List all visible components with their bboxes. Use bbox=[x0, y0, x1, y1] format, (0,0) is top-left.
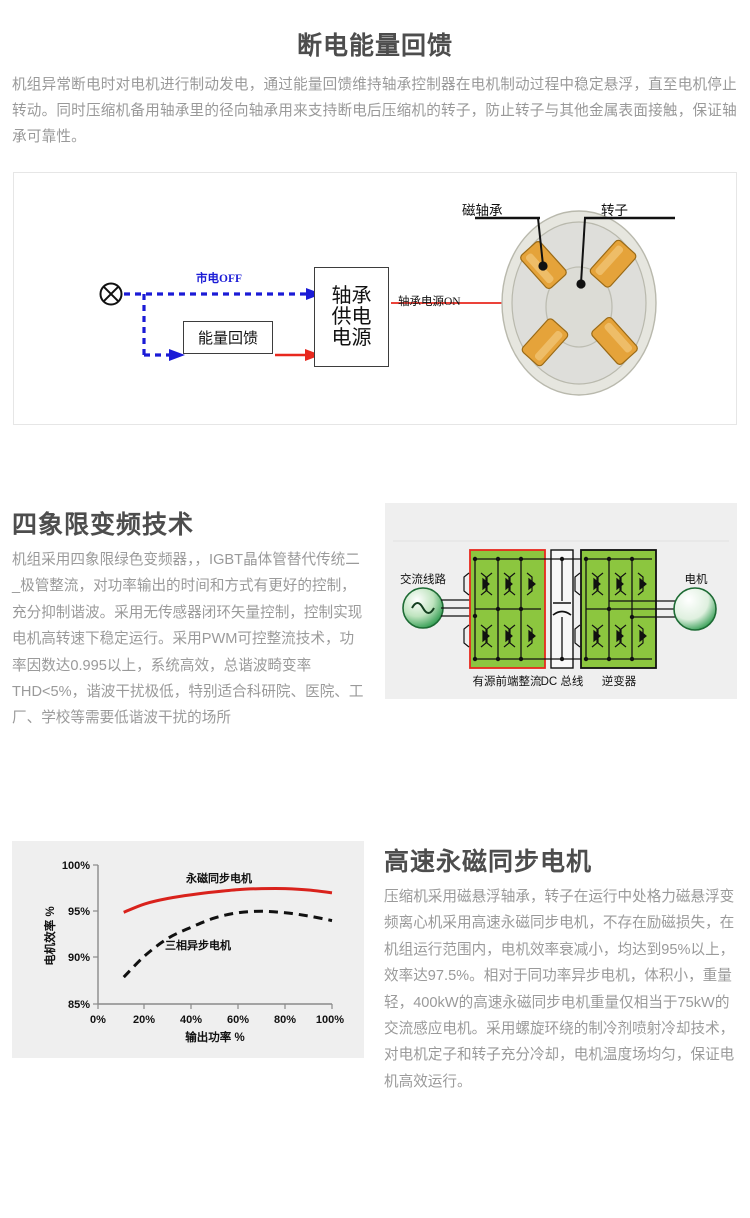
section-2-body: 机组采用四象限绿色变频器，，IGBT晶体管替代传统二_极管整流，对功率输出的时间… bbox=[12, 552, 364, 727]
motor-efficiency-chart: 85% 90% 95% 100% 0% 20% 40% 60% 80% 100%… bbox=[12, 841, 364, 1058]
svg-text:95%: 95% bbox=[68, 906, 90, 918]
bearing-power-supply-line-1: 轴承 bbox=[331, 284, 372, 307]
caption-active-front-end: 有源前端整流 bbox=[473, 674, 542, 688]
energy-feedback-box: 能量回馈 bbox=[183, 321, 273, 354]
label-rotor: 转子 bbox=[601, 203, 628, 218]
annotation-induction: 三相异步电机 bbox=[165, 938, 231, 952]
vfd-circuit-svg: 有源前端整流 DC 总线 逆变器 交流线路 电机 bbox=[385, 503, 737, 699]
dc-bus-capacitor bbox=[541, 549, 585, 669]
stator-coil-pole bbox=[589, 239, 637, 288]
section-2-title: 四象限变频技术 bbox=[12, 511, 195, 539]
energy-feedback-svg bbox=[99, 210, 675, 396]
label-bearing-power-on: 轴承电源ON bbox=[398, 296, 461, 308]
callout-rotor bbox=[576, 216, 675, 289]
section-3-body: 压缩机采用磁悬浮轴承，转子在运行中处格力磁悬浮变频离心机采用高速永磁同步电机，不… bbox=[384, 889, 735, 1090]
motor-symbol bbox=[673, 587, 717, 631]
stator-coil-pole bbox=[591, 316, 638, 365]
section-1-title: 断电能量回馈 bbox=[296, 32, 453, 60]
svg-text:100%: 100% bbox=[62, 860, 90, 872]
bearing-power-supply-box: 轴承 供电 电源 bbox=[314, 267, 389, 367]
power-source-cross-icon bbox=[99, 282, 123, 306]
active-front-end-rectifier bbox=[463, 549, 546, 669]
series-induction-line bbox=[122, 909, 333, 979]
label-mains-off: 市电OFF bbox=[196, 273, 242, 285]
svg-text:85%: 85% bbox=[68, 999, 90, 1011]
y-tick-labels: 85% 90% 95% 100% bbox=[62, 860, 90, 1011]
y-ticks bbox=[93, 864, 98, 1005]
ac-source-symbol bbox=[402, 587, 444, 629]
caption-inverter: 逆变器 bbox=[602, 674, 637, 688]
caption-motor: 电机 bbox=[685, 572, 708, 586]
svg-text:90%: 90% bbox=[68, 952, 90, 964]
caption-ac-line: 交流线路 bbox=[400, 572, 446, 586]
vfd-circuit-diagram: 有源前端整流 DC 总线 逆变器 交流线路 电机 bbox=[385, 503, 737, 699]
energy-to-supply-path bbox=[275, 349, 321, 361]
inverter-stage bbox=[574, 549, 675, 669]
label-magnetic-bearing: 磁轴承 bbox=[462, 203, 503, 218]
motor-efficiency-svg: 85% 90% 95% 100% 0% 20% 40% 60% 80% 100%… bbox=[12, 841, 364, 1058]
annotation-pmsm: 永磁同步电机 bbox=[185, 871, 252, 885]
y-axis-title: 电机效率 % bbox=[43, 906, 57, 965]
svg-text:20%: 20% bbox=[133, 1014, 155, 1026]
x-ticks bbox=[97, 1004, 333, 1009]
x-axis-title: 输出功率 % bbox=[185, 1030, 244, 1044]
callout-magnetic-bearing bbox=[475, 216, 548, 271]
magnetic-bearing-cross-section bbox=[501, 210, 657, 396]
section-1-body: 机组异常断电时对电机进行制动发电，通过能量回馈维持轴承控制器在电机制动过程中稳定… bbox=[12, 77, 737, 145]
series-pmsm-line bbox=[123, 886, 333, 914]
caption-dc-bus: DC 总线 bbox=[541, 674, 584, 688]
section-3-title: 高速永磁同步电机 bbox=[384, 848, 593, 876]
svg-text:80%: 80% bbox=[274, 1014, 296, 1026]
svg-text:40%: 40% bbox=[180, 1014, 202, 1026]
bearing-power-supply-line-3: 电源 bbox=[331, 326, 372, 349]
svg-text:100%: 100% bbox=[316, 1014, 344, 1026]
bearing-power-supply-line-2: 供电 bbox=[331, 305, 372, 328]
svg-text:0%: 0% bbox=[90, 1014, 106, 1026]
energy-feedback-diagram bbox=[13, 172, 737, 425]
x-tick-labels: 0% 20% 40% 60% 80% 100% bbox=[90, 1014, 344, 1026]
stator-coil-pole bbox=[521, 318, 569, 367]
svg-text:60%: 60% bbox=[227, 1014, 249, 1026]
